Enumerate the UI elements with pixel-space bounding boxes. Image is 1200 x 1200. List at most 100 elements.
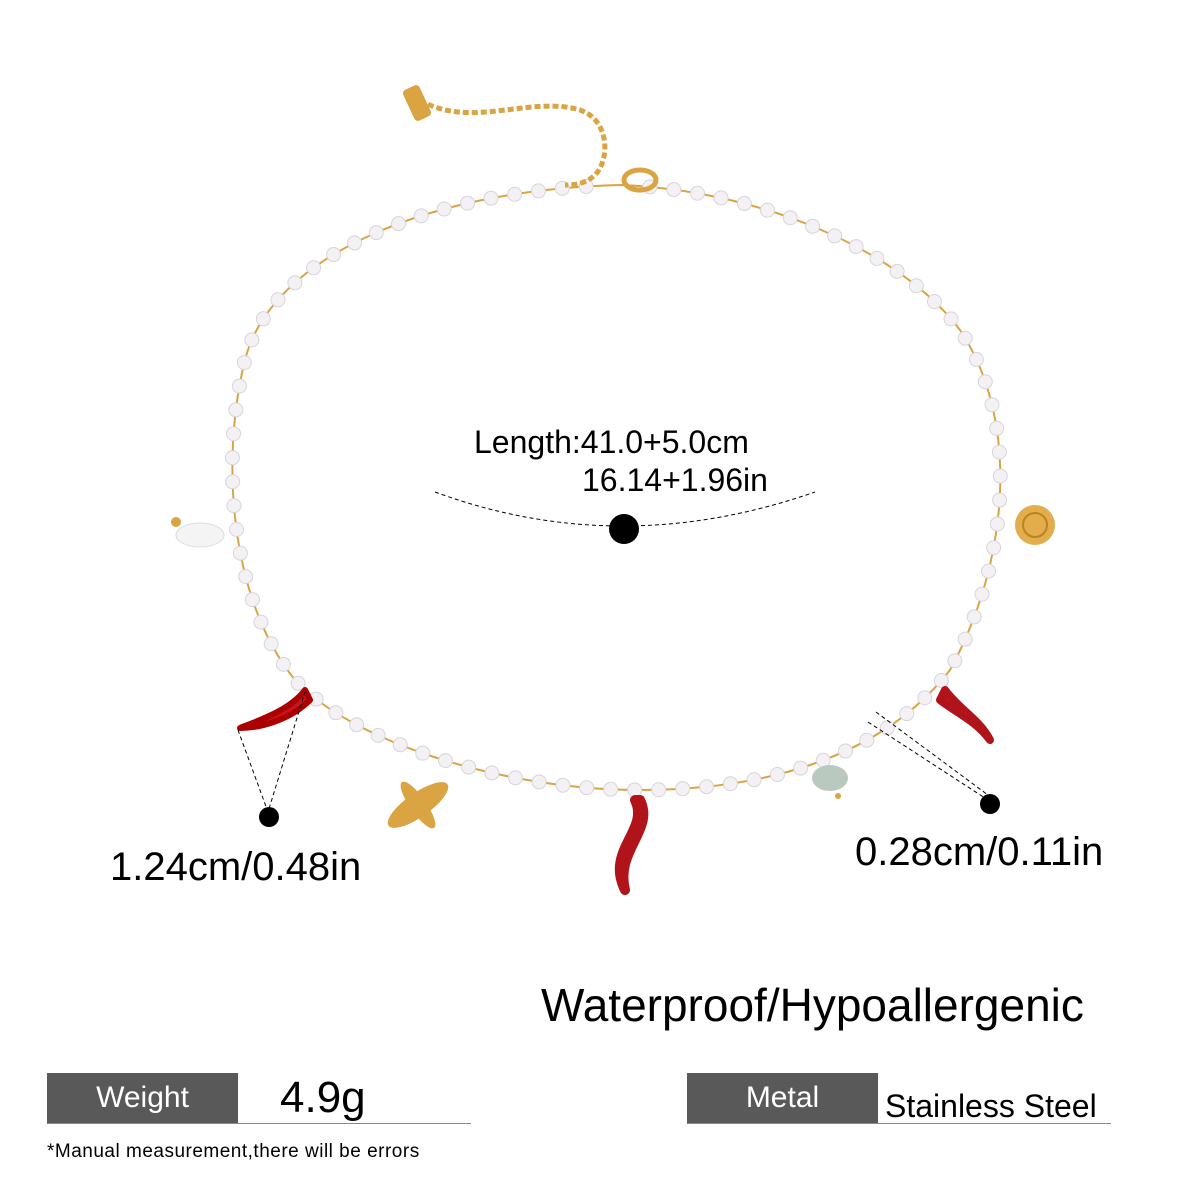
pearl-bead (484, 765, 500, 781)
pearl-bead (992, 468, 1008, 484)
pearl-bead (926, 294, 942, 310)
pearl-bead (328, 705, 344, 721)
pearl-bead (226, 426, 242, 442)
pearl-bead (827, 228, 843, 244)
pearl-bead (483, 190, 499, 206)
shell-charm (171, 517, 225, 548)
chili-charm-center (614, 795, 649, 895)
pearl-bead (974, 586, 990, 602)
pearl-bead (793, 760, 809, 776)
pearl-bead (228, 402, 244, 418)
pearl-bead (889, 263, 905, 279)
pearl-bead (666, 182, 682, 198)
pearl-bead (255, 311, 271, 327)
pearl-bead (769, 767, 785, 783)
pearl-bead (531, 774, 547, 790)
disclaimer-text: *Manual measurement,there will be errors (47, 1141, 420, 1162)
pearl-bead (579, 780, 595, 796)
pearl-bead (986, 540, 1002, 556)
pearl-bead (368, 225, 384, 241)
pearl-bead (966, 609, 982, 625)
chili-charm-right (936, 686, 994, 744)
pearl-bead (238, 569, 254, 585)
pearl-bead (226, 498, 242, 514)
pearl-bead (436, 201, 452, 217)
pearl-bead (899, 706, 915, 722)
charm-right-dot (980, 794, 1000, 814)
charm-left-size: 1.24cm/0.48in (110, 845, 362, 889)
pearl-beads (224, 178, 1008, 798)
pearl-bead (651, 782, 667, 798)
pearl-bead (225, 474, 241, 490)
pearl-bead (746, 772, 762, 788)
pearl-bead (370, 727, 386, 743)
pearl-bead (805, 218, 821, 234)
pearl-bead (244, 592, 260, 608)
pearl-bead (555, 777, 571, 793)
pearl-bead (460, 195, 476, 211)
charm-left-dot (259, 807, 279, 827)
pearl-bead (879, 720, 895, 736)
pearl-bead (736, 196, 752, 212)
charm-right-guide (867, 711, 993, 801)
pearl-bead (943, 311, 959, 327)
pearl-bead (270, 292, 286, 308)
weight-label: Weight (47, 1073, 238, 1123)
pearl-bead (232, 545, 248, 561)
pearl-bead (989, 420, 1005, 436)
pearl-bead (263, 636, 279, 652)
pearl-bead (957, 631, 973, 647)
metal-value: Stainless Steel (885, 1088, 1097, 1124)
pearl-bead (977, 374, 993, 390)
pearl-bead (989, 516, 1005, 532)
pearl-bead (349, 717, 365, 733)
pearl-bead (699, 779, 715, 795)
pearl-bead (326, 247, 342, 263)
pearl-bead (244, 332, 260, 348)
pearl-bead (627, 782, 643, 798)
length-cm-text: Length:41.0+5.0cm (474, 424, 749, 460)
pearl-bead (722, 776, 738, 792)
airplane-charm (387, 781, 449, 829)
pearl-bead (306, 260, 322, 276)
pearl-bead (461, 759, 477, 775)
pearl-bead (287, 275, 303, 291)
pearl-bead (507, 186, 523, 202)
pearl-bead (290, 675, 306, 691)
pearl-bead (848, 239, 864, 255)
pearl-bead (392, 737, 408, 753)
pearl-bead (957, 330, 973, 346)
pearl-bead (947, 653, 963, 669)
pearl-bead (917, 690, 933, 706)
pearl-bead (347, 235, 363, 251)
length-in-text: 16.14+1.96in (582, 462, 768, 498)
weight-value: 4.9g (280, 1073, 366, 1122)
pearl-bead (530, 183, 546, 199)
pearl-bead (991, 444, 1007, 460)
features-text: Waterproof/Hypoallergenic (541, 979, 1084, 1031)
pearl-bead (968, 351, 984, 367)
pearl-bead (224, 450, 240, 466)
pearl-bead (236, 355, 252, 371)
pearl-bead (759, 202, 775, 218)
pearl-bead (438, 753, 454, 769)
chili-charm-left (237, 687, 313, 731)
pearl-bead (603, 781, 619, 797)
pearl-bead (782, 210, 798, 226)
lobster-clasp (621, 167, 659, 193)
pearl-bead (675, 781, 691, 797)
pearl-bead (980, 563, 996, 579)
pearl-bead (713, 190, 729, 206)
stone-charm (812, 765, 848, 799)
pearl-bead (992, 492, 1008, 508)
metal-label: Metal (687, 1073, 878, 1123)
pearl-bead (908, 278, 924, 294)
pearl-bead (231, 378, 247, 394)
length-dot (609, 514, 639, 544)
pearl-bead (229, 522, 245, 538)
pearl-bead (413, 208, 429, 224)
extender-chain (418, 97, 608, 188)
metal-divider (687, 1123, 1111, 1124)
pearl-bead (253, 614, 269, 630)
